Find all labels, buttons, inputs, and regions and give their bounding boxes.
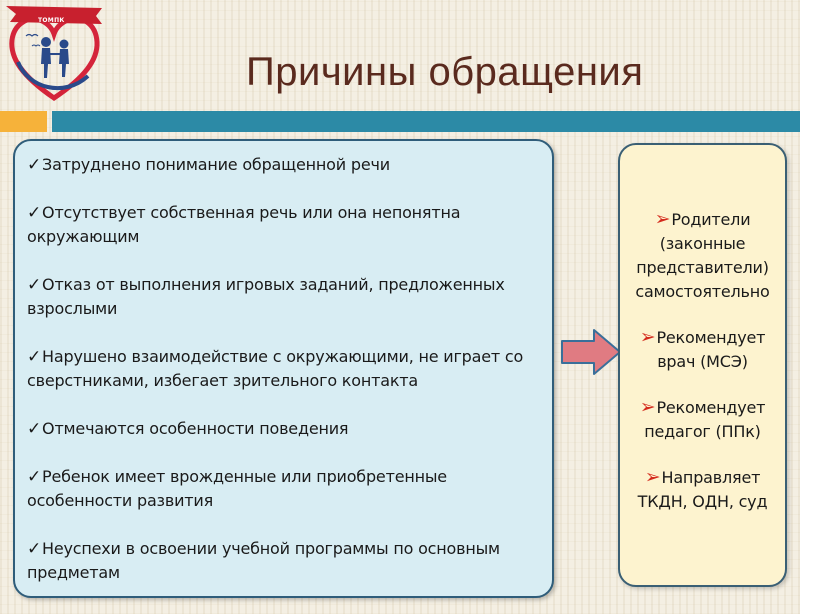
reason-item: ✓Отсутствует собственная речь или она не… [27,201,542,249]
logo: ТОМПК [4,2,104,104]
right-arrow-icon [561,329,621,375]
title-divider-accent [0,111,47,132]
page-title: Причины обращения [246,50,644,94]
reason-text: Отмечаются особенности поведения [42,419,349,438]
checkmark-icon: ✓ [27,347,42,367]
arrow-pointer-icon: ➢ [654,208,671,230]
checkmark-icon: ✓ [27,419,42,439]
arrow-pointer-icon: ➢ [639,396,656,418]
reason-text: Неуспехи в освоении учебной программы по… [27,539,500,582]
checkmark-icon: ✓ [27,539,42,559]
reason-text: Отсутствует собственная речь или она неп… [27,203,461,246]
reason-item: ✓Нарушено взаимодействие с окружающими, … [27,345,542,393]
logo-ribbon-text: ТОМПК [38,17,65,24]
reason-item: ✓Ребенок имеет врожденные или приобретен… [27,465,542,513]
source-text: Направляет ТКДН, ОДН, суд [637,468,768,511]
referral-sources-panel: ➢Родители (законные представители) самос… [618,143,787,587]
source-text: Рекомендует врач (МСЭ) [656,328,766,371]
source-item: ➢Родители (законные представители) самос… [620,207,785,304]
reason-text: Нарушено взаимодействие с окружающими, н… [27,347,524,390]
source-text: Рекомендует педагог (ППк) [644,398,766,441]
title-divider-bar [52,111,800,132]
source-item: ➢Направляет ТКДН, ОДН, суд [620,465,785,514]
source-item: ➢Рекомендует педагог (ППк) [620,395,785,444]
source-item: ➢Рекомендует врач (МСЭ) [620,325,785,374]
slide-right-margin [800,0,816,614]
reason-text: Ребенок имеет врожденные или приобретенн… [27,467,447,510]
checkmark-icon: ✓ [27,275,42,295]
reason-item: ✓Неуспехи в освоении учебной программы п… [27,537,542,585]
reason-text: Затруднено понимание обращенной речи [42,155,390,174]
checkmark-icon: ✓ [27,467,42,487]
reason-text: Отказ от выполнения игровых заданий, пре… [27,275,505,318]
arrow-pointer-icon: ➢ [644,466,661,488]
arrow-pointer-icon: ➢ [639,326,656,348]
heart-logo-icon [6,6,102,102]
checkmark-icon: ✓ [27,203,42,223]
reason-item: ✓Отказ от выполнения игровых заданий, пр… [27,273,542,321]
source-text: Родители (законные представители) самост… [635,210,770,301]
reason-item: ✓Затруднено понимание обращенной речи [27,153,542,177]
reason-item: ✓Отмечаются особенности поведения [27,417,542,441]
reasons-panel: ✓Затруднено понимание обращенной речи ✓О… [13,139,554,598]
checkmark-icon: ✓ [27,155,42,175]
